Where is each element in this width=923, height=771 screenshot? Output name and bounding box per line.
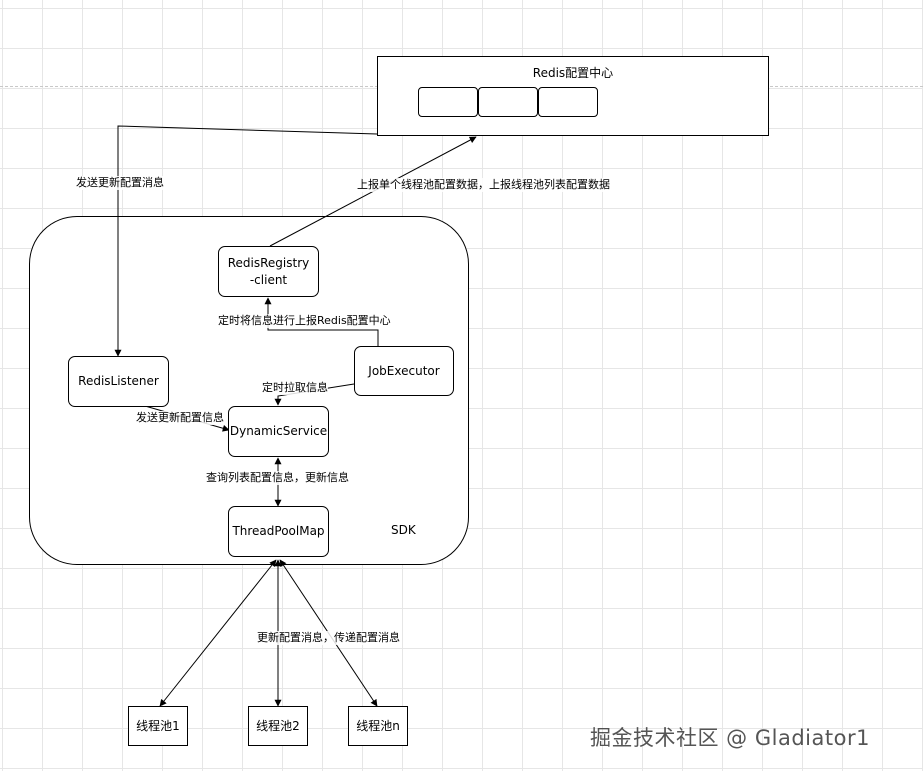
node-redis-registry-client[interactable]: RedisRegistry-client	[218, 246, 319, 297]
edge-redis-to-listener[interactable]	[114, 125, 378, 357]
edge-label-report-to-redis: 上报单个线程池配置数据，上报线程池列表配置数据	[357, 178, 610, 192]
edge-threadpoolmap-pool1[interactable]	[159, 559, 277, 707]
node-thread-pool-map-label: ThreadPoolMap	[232, 524, 325, 538]
node-pool-1-label: 线程池1	[136, 718, 180, 733]
node-pool-n[interactable]: 线程池n	[348, 706, 408, 746]
sdk-label: SDK	[391, 523, 416, 537]
node-pool-2[interactable]: 线程池2	[248, 706, 308, 746]
node-dynamic-service-label: DynamicService	[229, 424, 328, 438]
edge-executor-to-dynamic[interactable]	[274, 383, 355, 406]
redis-slot-3[interactable]	[538, 87, 598, 117]
redis-slot-1[interactable]	[418, 87, 478, 117]
node-redis-registry-client-label: RedisRegistry-client	[227, 255, 310, 287]
node-redis-listener[interactable]: RedisListener	[68, 356, 169, 407]
edge-label-send-update-inner: 发送更新配置信息	[136, 411, 224, 425]
node-pool-1[interactable]: 线程池1	[128, 706, 188, 746]
redis-config-center[interactable]: Redis配置中心	[377, 56, 769, 136]
watermark-text: 掘金技术社区 @ Gladiator1	[590, 726, 870, 750]
node-job-executor[interactable]: JobExecutor	[354, 346, 454, 396]
redis-config-center-title: Redis配置中心	[532, 66, 614, 80]
edge-label-update-deliver: 更新配置消息，传递配置消息	[257, 631, 400, 645]
edge-label-timed-pull: 定时拉取信息	[262, 381, 328, 395]
node-thread-pool-map[interactable]: ThreadPoolMap	[228, 506, 329, 557]
node-pool-n-label: 线程池n	[356, 718, 400, 733]
node-pool-2-label: 线程池2	[256, 718, 300, 733]
edge-label-timed-report: 定时将信息进行上报Redis配置中心	[218, 314, 391, 328]
edge-label-send-update-top: 发送更新配置消息	[76, 176, 164, 190]
node-job-executor-label: JobExecutor	[368, 363, 440, 378]
node-dynamic-service[interactable]: DynamicService	[228, 406, 329, 457]
node-redis-listener-label: RedisListener	[78, 374, 159, 388]
redis-slot-2[interactable]	[478, 87, 538, 117]
edge-label-query-update: 查询列表配置信息，更新信息	[206, 471, 349, 485]
